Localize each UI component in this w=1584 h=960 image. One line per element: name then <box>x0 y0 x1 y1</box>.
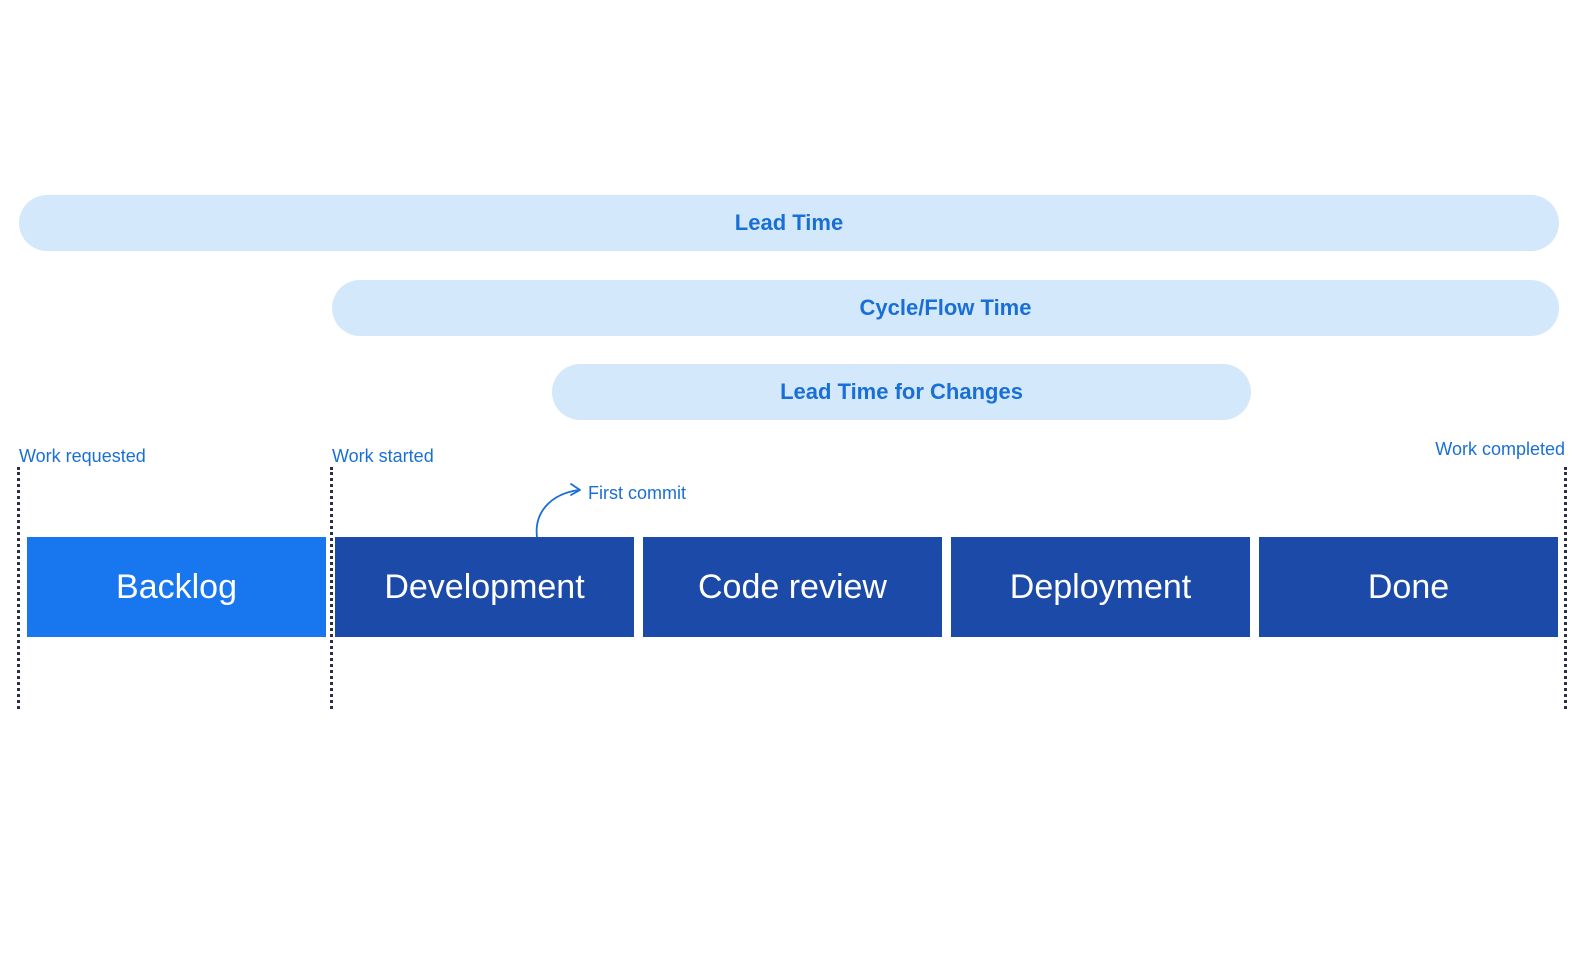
first-commit-label: First commit <box>588 483 686 503</box>
stage-label: Development <box>384 567 585 606</box>
work-completed-line <box>1564 467 1567 709</box>
stage-label: Done <box>1367 567 1450 606</box>
stage-deployment: Deployment <box>951 537 1250 637</box>
work-completed-label: Work completed <box>1435 439 1565 459</box>
stage-development: Development <box>335 537 634 637</box>
work-started-label: Work started <box>332 446 434 466</box>
stage-label: Deployment <box>1009 567 1192 606</box>
stage-label: Backlog <box>116 567 237 606</box>
lead-time-label: Lead Time <box>734 210 844 235</box>
work-requested-line <box>17 467 20 709</box>
cycle-flow-time-label: Cycle/Flow Time <box>859 295 1032 320</box>
stage-done: Done <box>1259 537 1558 637</box>
cycle-flow-time-bar: Cycle/Flow Time <box>332 280 1559 336</box>
stage-label: Code review <box>698 567 887 606</box>
stage-backlog: Backlog <box>27 537 326 637</box>
stage-code-review: Code review <box>643 537 942 637</box>
lead-time-bar: Lead Time <box>19 195 1559 251</box>
work-started-line <box>330 467 333 709</box>
lead-time-for-changes-bar: Lead Time for Changes <box>552 364 1251 420</box>
lead-time-for-changes-label: Lead Time for Changes <box>780 379 1023 404</box>
curved-arrow-icon <box>535 483 581 538</box>
work-requested-label: Work requested <box>19 446 146 466</box>
